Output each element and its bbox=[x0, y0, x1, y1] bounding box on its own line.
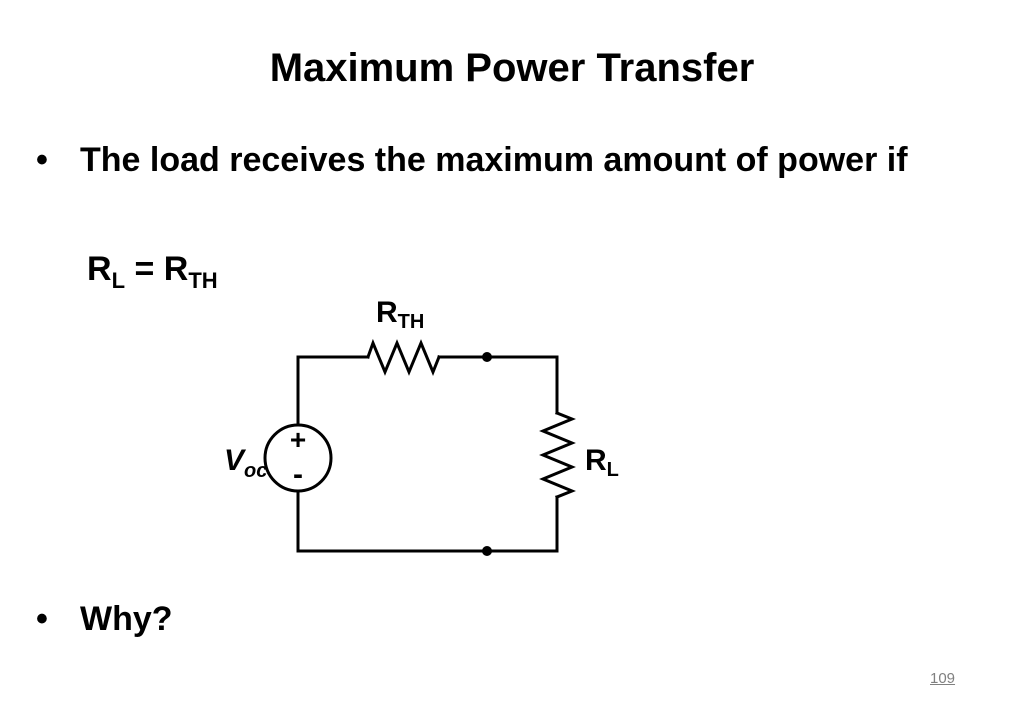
rl-label: RL bbox=[585, 444, 619, 481]
equation-operator: = bbox=[125, 250, 164, 288]
condition-equation: RL = RTH bbox=[87, 250, 218, 294]
equation-rhs-subscript: TH bbox=[188, 268, 218, 293]
equation-lhs-subscript: L bbox=[111, 268, 126, 293]
rth-label-sub: TH bbox=[398, 311, 425, 333]
voc-label-sub: oc bbox=[244, 460, 267, 482]
bullet-text: The load receives the maximum amount of … bbox=[80, 141, 908, 179]
bullet-item: • Why? bbox=[36, 598, 436, 648]
equation-lhs: R bbox=[87, 250, 112, 288]
bullet-dot: • bbox=[36, 600, 48, 638]
page-number-link[interactable]: 109 bbox=[930, 670, 956, 687]
voltage-source bbox=[263, 423, 333, 493]
node-top bbox=[482, 352, 492, 362]
rth-label-main: R bbox=[376, 296, 398, 329]
rl-resistor bbox=[539, 411, 576, 499]
node-bottom bbox=[482, 546, 492, 556]
voc-label-main: V bbox=[224, 444, 247, 477]
rl-label-main: R bbox=[585, 444, 607, 477]
slide-title: Maximum Power Transfer bbox=[269, 46, 755, 90]
equation-rhs: R bbox=[163, 250, 189, 288]
source-minus: - bbox=[293, 458, 303, 491]
bullet-text: Why? bbox=[80, 600, 173, 638]
bullet-item: • The load receives the maximum amount o… bbox=[36, 139, 976, 229]
voc-label: Voc bbox=[224, 444, 267, 482]
source-plus: + bbox=[290, 424, 306, 455]
rth-resistor bbox=[366, 338, 441, 376]
rth-label: RTH bbox=[376, 296, 424, 333]
rl-label-sub: L bbox=[607, 459, 619, 481]
bullet-dot: • bbox=[36, 141, 48, 179]
